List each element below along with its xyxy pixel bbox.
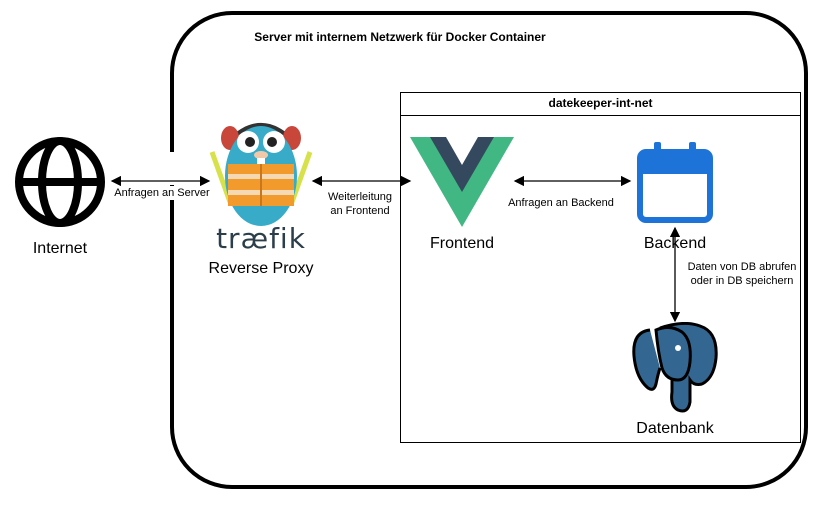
frontend-label: Frontend: [429, 235, 495, 252]
traefik-wordmark: træfik: [216, 222, 306, 255]
server-title: Server mit internem Netzwerk für Docker …: [254, 30, 546, 44]
vue-logo: [410, 137, 514, 227]
edge-label-internet-proxy: Anfragen an Server: [112, 186, 212, 200]
database-label: Datenbank: [636, 420, 714, 437]
server-boundary: [170, 11, 808, 489]
network-container: [400, 92, 801, 443]
traefik-logo: [209, 123, 313, 226]
edge-label-frontend-backend: Anfragen an Backend: [505, 196, 617, 210]
proxy-label: Reverse Proxy: [208, 260, 314, 277]
postgresql-logo: [632, 322, 718, 413]
edge-label-proxy-frontend-2: an Frontend: [320, 204, 400, 218]
edge-label-backend-db-1: Daten von DB abrufen: [684, 260, 800, 274]
edge-label-proxy-frontend-1: Weiterleitung: [320, 190, 400, 204]
backend-label: Backend: [643, 235, 707, 252]
internet-label: Internet: [32, 240, 88, 257]
edge-label-backend-db-2: oder in DB speichern: [684, 274, 800, 288]
calendar-icon: [637, 142, 713, 223]
globe-icon: [15, 137, 105, 227]
network-title: datekeeper-int-net: [400, 92, 801, 116]
frame-opening: [166, 152, 176, 185]
